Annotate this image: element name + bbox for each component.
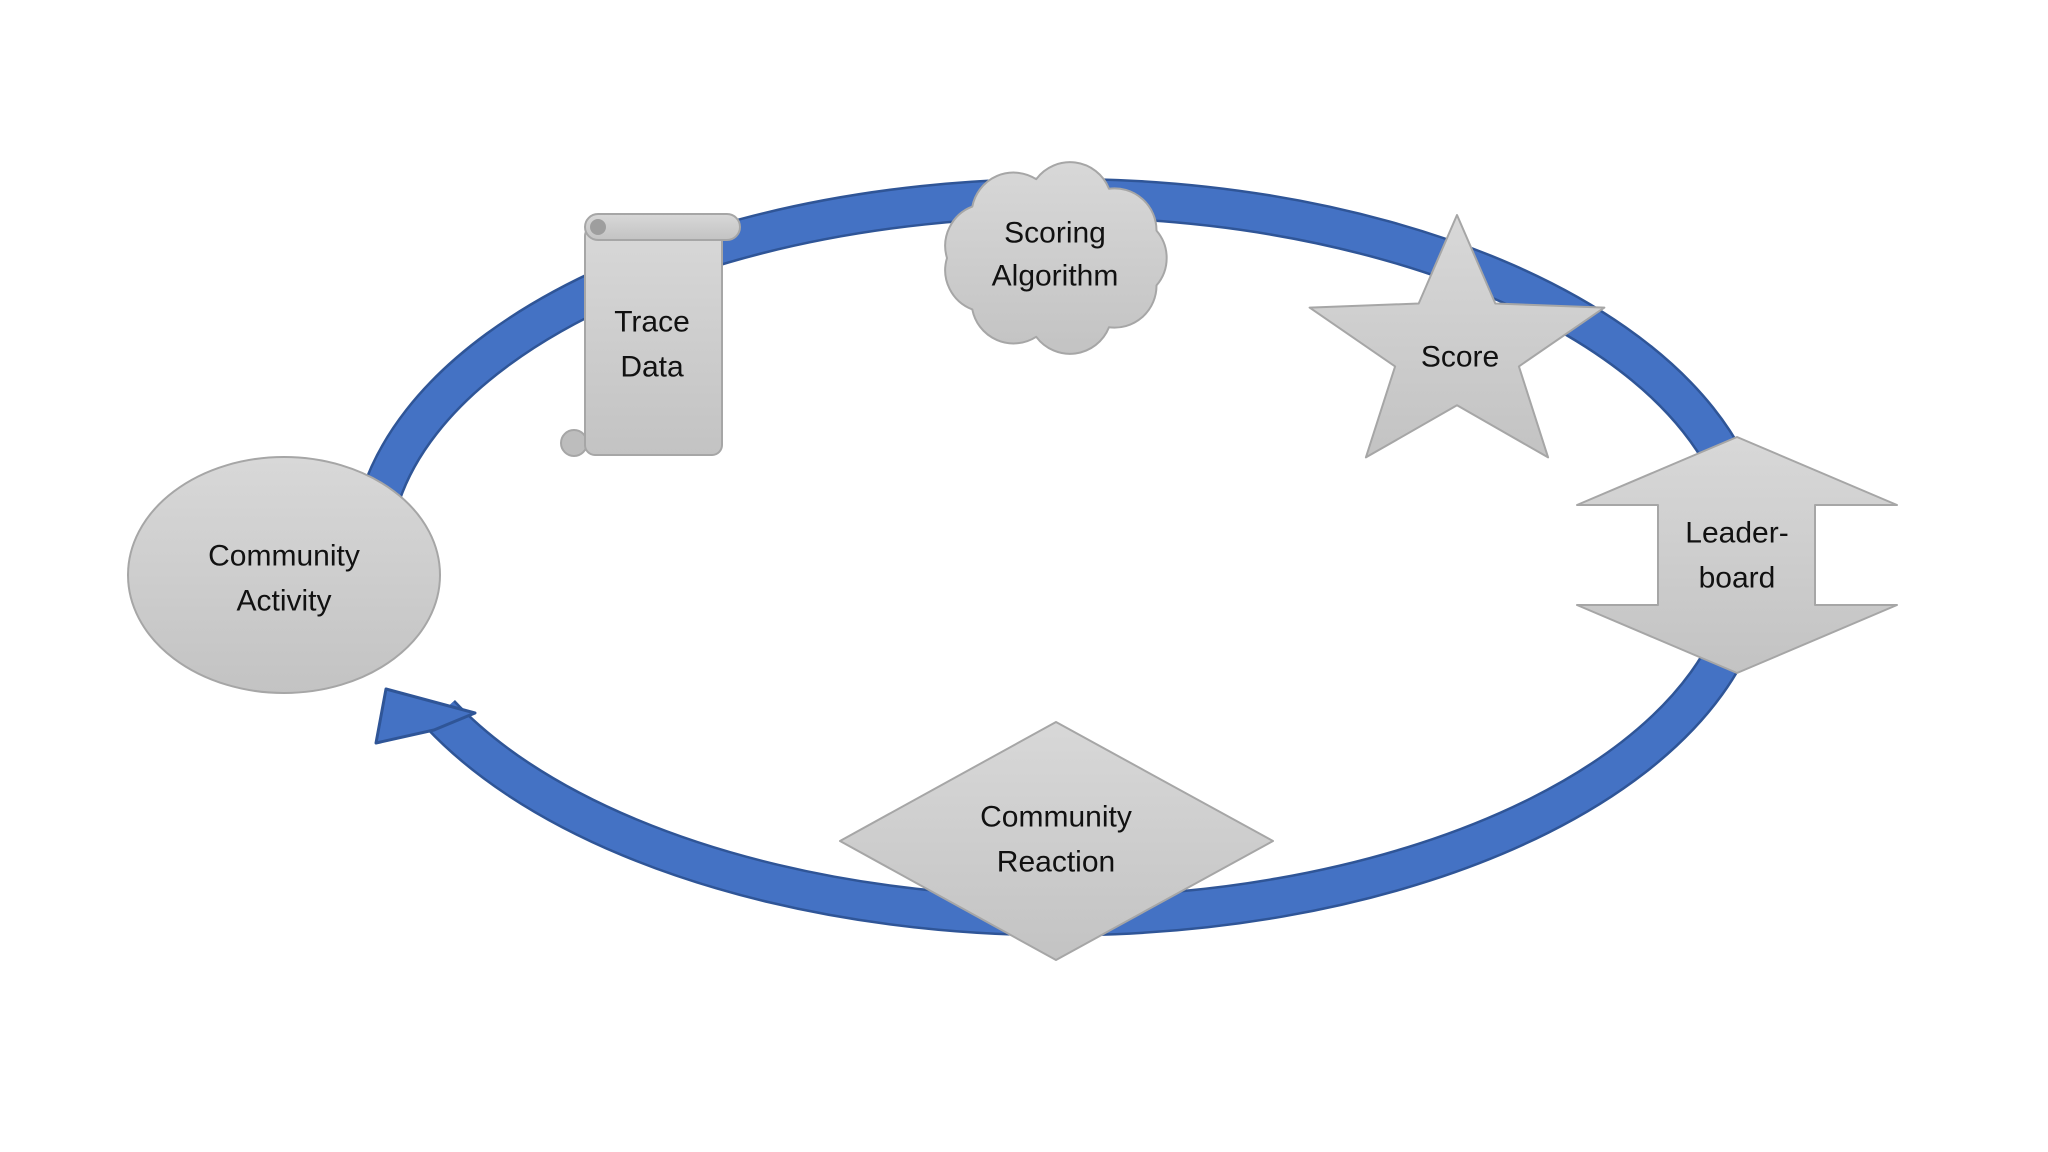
trace-data-label-line2: Data	[620, 351, 684, 384]
scoring-algorithm-cloud-shape	[944, 161, 1168, 355]
community-reaction-label-line2: Reaction	[997, 846, 1115, 879]
community-activity-ellipse-shape	[127, 456, 441, 694]
leaderboard-label-line2: board	[1699, 562, 1776, 595]
community-reaction-label-line1: Community	[980, 801, 1132, 834]
leaderboard-updown-arrow-shape	[1576, 436, 1898, 674]
score-star-shape	[1308, 214, 1606, 459]
scoring-algorithm-label-line2: Algorithm	[992, 260, 1119, 293]
node-score: Score	[1308, 214, 1606, 459]
node-leaderboard: Leader- board	[1576, 436, 1898, 674]
node-scoring-algorithm: Scoring Algorithm	[944, 161, 1168, 355]
scoring-algorithm-label-line1: Scoring	[1004, 217, 1106, 250]
trace-data-scroll-top-roll	[584, 213, 741, 241]
community-reaction-diamond-shape	[839, 721, 1274, 961]
node-community-reaction: Community Reaction	[839, 721, 1274, 961]
community-activity-label-line2: Activity	[236, 585, 331, 618]
trace-data-scroll-body	[584, 225, 723, 456]
cycle-arrowhead	[374, 687, 477, 745]
node-trace-data: Trace Data	[560, 213, 741, 457]
trace-data-label-line1: Trace	[614, 306, 690, 339]
community-activity-label-line1: Community	[208, 540, 360, 573]
trace-data-bottom-curl	[560, 429, 588, 457]
score-label: Score	[1421, 341, 1499, 374]
node-community-activity: Community Activity	[127, 456, 441, 694]
trace-data-top-curl-hole	[590, 219, 606, 235]
leaderboard-label-line1: Leader-	[1685, 517, 1788, 550]
